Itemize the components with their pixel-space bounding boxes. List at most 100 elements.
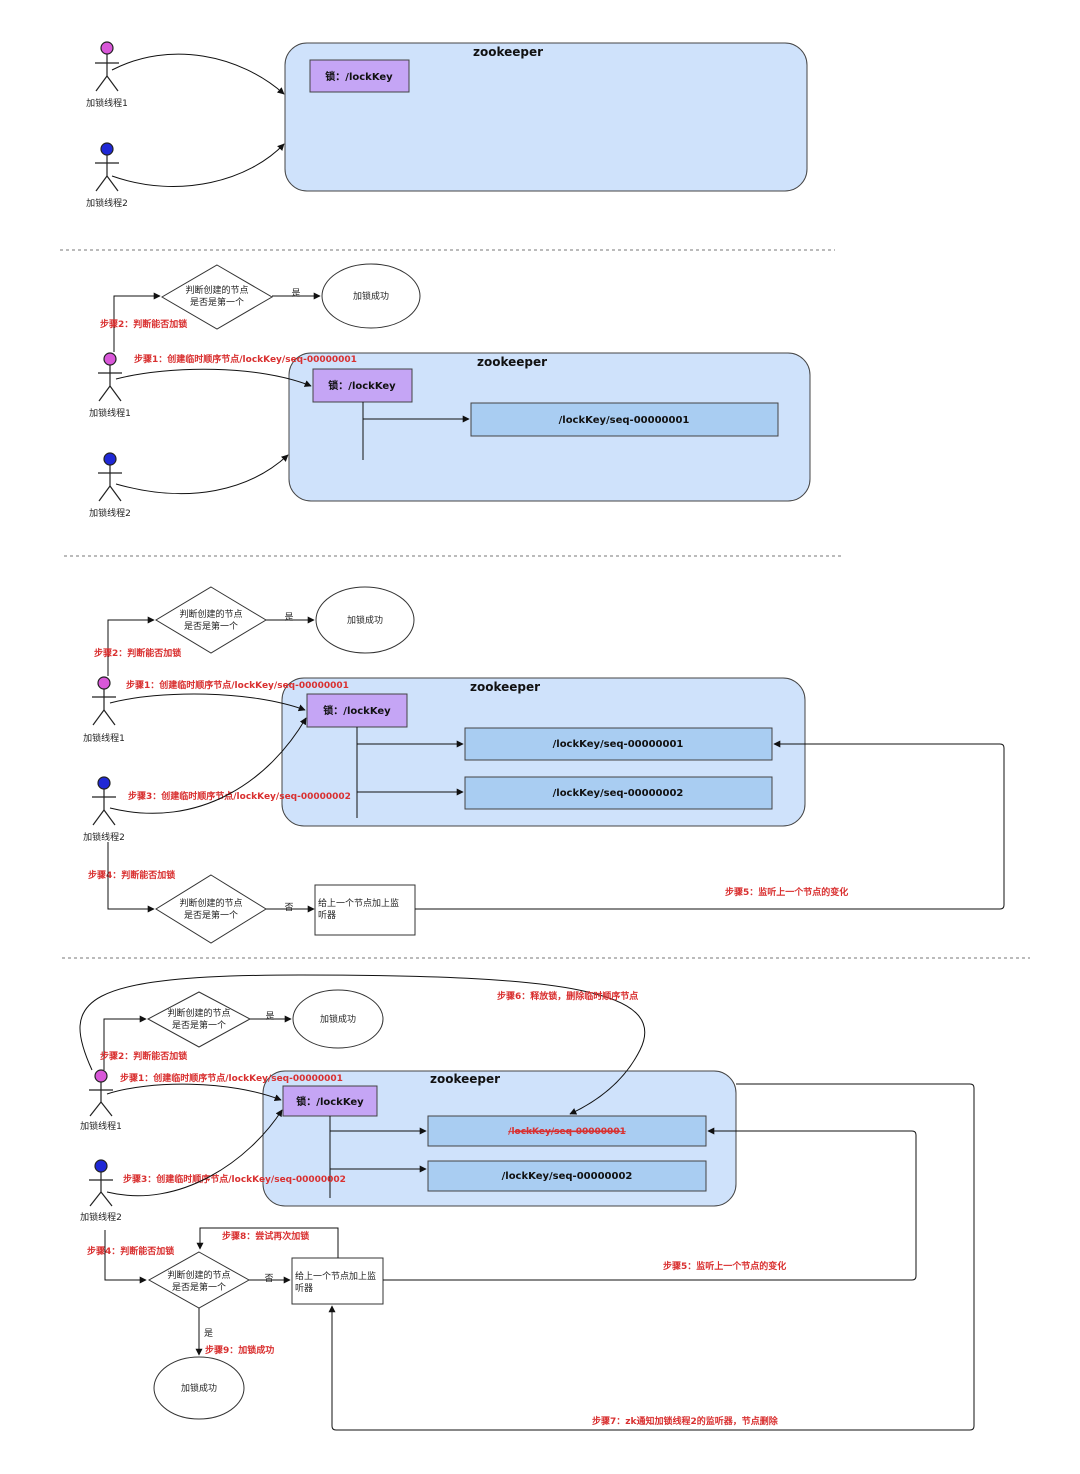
decision-text-2: 是否是第一个 xyxy=(172,1281,226,1293)
zookeeper-title: zookeeper xyxy=(430,1072,500,1086)
decision-text-2: 是否是第一个 xyxy=(184,620,238,632)
step2-label: 步骤2：判断能否加锁 xyxy=(100,1050,187,1062)
step2-label: 步骤2：判断能否加锁 xyxy=(94,647,181,659)
actor-head-icon xyxy=(94,1069,108,1083)
step3-label: 步骤3：创建临时顺序节点/lockKey/seq-00000002 xyxy=(128,790,351,802)
listener-box xyxy=(314,884,416,936)
thread-1-label: 加锁线程1 xyxy=(83,732,125,744)
thread-2-label: 加锁线程2 xyxy=(83,831,125,843)
decision-text-2: 是否是第一个 xyxy=(184,909,238,921)
seq-node-2 xyxy=(464,776,773,810)
listener-text-2: 听器 xyxy=(295,1283,313,1294)
thread-1-label: 加锁线程1 xyxy=(86,97,128,109)
yes-label: 是 xyxy=(204,1328,213,1339)
panel-2: zookeeper 锁：/lockKey /lockKey/seq-000000… xyxy=(89,263,811,519)
actor-thread-1 xyxy=(98,352,122,402)
panel-3: zookeeper 锁：/lockKey /lockKey/seq-000000… xyxy=(83,586,1005,944)
actor-head-icon xyxy=(103,352,117,366)
panel-4: zookeeper 锁：/lockKey /lockKey/seq-000000… xyxy=(79,974,975,1431)
seq-node-1-label: /lockKey/seq-00000001 xyxy=(553,739,684,750)
actor-head-icon xyxy=(97,776,111,790)
thread-2-label: 加锁线程2 xyxy=(89,507,131,519)
success-label: 加锁成功 xyxy=(353,290,389,302)
actor-head-icon xyxy=(103,452,117,466)
actor-thread-2 xyxy=(92,776,116,826)
success-ellipse xyxy=(153,1356,245,1420)
seq-node-1-label: /lockKey/seq-00000001 xyxy=(559,415,690,426)
decision-diamond xyxy=(146,991,252,1048)
success-ellipse xyxy=(292,989,384,1049)
seq-node-1-label: /lockKey/seq-00000001 xyxy=(508,1127,626,1137)
step8-label: 步骤8：尝试再次加锁 xyxy=(222,1230,309,1242)
yes-label: 是 xyxy=(291,288,300,299)
lock-node-label: 锁：/lockKey xyxy=(328,379,396,392)
step2-label: 步骤2：判断能否加锁 xyxy=(100,318,187,330)
thread-2-label: 加锁线程2 xyxy=(80,1211,122,1223)
lock-node xyxy=(306,693,408,728)
step1-label: 步骤1：创建临时顺序节点/lockKey/seq-00000001 xyxy=(120,1072,343,1084)
listener-text-2: 听器 xyxy=(318,910,336,921)
decision-text-1: 判断创建的节点 xyxy=(185,284,248,296)
decision-text-1: 判断创建的节点 xyxy=(167,1007,230,1019)
lock-node-label: 锁：/lockKey xyxy=(296,1095,364,1108)
no-label: 否 xyxy=(264,1273,273,1284)
decision-diamond xyxy=(155,874,267,944)
lock-node xyxy=(282,1085,378,1117)
thread-1-label: 加锁线程1 xyxy=(89,407,131,419)
decision-text-1: 判断创建的节点 xyxy=(179,897,242,909)
success-label: 加锁成功 xyxy=(347,614,383,626)
decision-text-1: 判断创建的节点 xyxy=(167,1269,230,1281)
zookeeper-title: zookeeper xyxy=(477,355,547,369)
step4-label: 步骤4：判断能否加锁 xyxy=(88,869,175,881)
step7-label: 步骤7：zk通知加锁线程2的监听器，节点删除 xyxy=(592,1415,779,1427)
thread-2-label: 加锁线程2 xyxy=(86,197,128,209)
actor-thread-1 xyxy=(95,41,119,92)
lock-node xyxy=(309,59,410,93)
actor-thread-2 xyxy=(98,452,122,502)
success-label: 加锁成功 xyxy=(181,1382,217,1394)
actor-head-icon xyxy=(97,676,111,690)
actor-head-icon xyxy=(94,1159,108,1173)
decision-text-2: 是否是第一个 xyxy=(172,1019,226,1031)
decision-diamond xyxy=(161,264,273,330)
step3-label: 步骤3：创建临时顺序节点/lockKey/seq-00000002 xyxy=(123,1173,346,1185)
step4-label: 步骤4：判断能否加锁 xyxy=(87,1245,174,1257)
yes-label: 是 xyxy=(284,612,293,623)
zookeeper-container xyxy=(284,42,808,192)
step6-label: 步骤6：释放锁，删除临时顺序节点 xyxy=(497,990,638,1002)
listener-text-1: 给上一个节点加上监 xyxy=(318,897,399,909)
actor-thread-2 xyxy=(89,1159,113,1207)
thread-1-label: 加锁线程1 xyxy=(80,1120,122,1132)
listener-text-1: 给上一个节点加上监 xyxy=(295,1270,376,1282)
step5-label: 步骤5：监听上一个节点的变化 xyxy=(663,1260,786,1272)
actor-thread-2 xyxy=(95,142,119,192)
lock-node-label: 锁：/lockKey xyxy=(323,704,391,717)
step1-label: 步骤1：创建临时顺序节点/lockKey/seq-00000001 xyxy=(134,353,357,365)
zookeeper-title: zookeeper xyxy=(470,680,540,694)
decision-text-1: 判断创建的节点 xyxy=(179,608,242,620)
seq-node-1 xyxy=(464,727,773,761)
success-ellipse xyxy=(315,586,415,654)
zookeeper-title: zookeeper xyxy=(473,45,543,59)
no-label: 否 xyxy=(284,902,293,913)
panel-1: zookeeper 锁：/lockKey 加锁线程1 加锁线程2 xyxy=(86,41,808,209)
seq-node-2-label: /lockKey/seq-00000002 xyxy=(553,788,684,799)
seq-node-2 xyxy=(427,1160,707,1192)
success-ellipse xyxy=(321,263,421,329)
lock-node-label: 锁：/lockKey xyxy=(325,70,393,83)
actor-head-icon xyxy=(100,142,114,156)
seq-node-1 xyxy=(470,402,779,437)
yes-label: 是 xyxy=(265,1011,274,1022)
step5-label: 步骤5：监听上一个节点的变化 xyxy=(725,886,848,898)
actor-head-icon xyxy=(100,41,114,55)
step9-label: 步骤9：加锁成功 xyxy=(205,1344,274,1356)
lock-node xyxy=(312,368,413,403)
actor-thread-1 xyxy=(92,676,116,726)
seq-node-2-label: /lockKey/seq-00000002 xyxy=(502,1171,633,1182)
decision-diamond xyxy=(155,586,267,654)
decision-text-2: 是否是第一个 xyxy=(190,296,244,308)
success-label: 加锁成功 xyxy=(320,1013,356,1025)
actor-thread-1 xyxy=(89,1069,113,1117)
step1-label: 步骤1：创建临时顺序节点/lockKey/seq-00000001 xyxy=(126,679,349,691)
